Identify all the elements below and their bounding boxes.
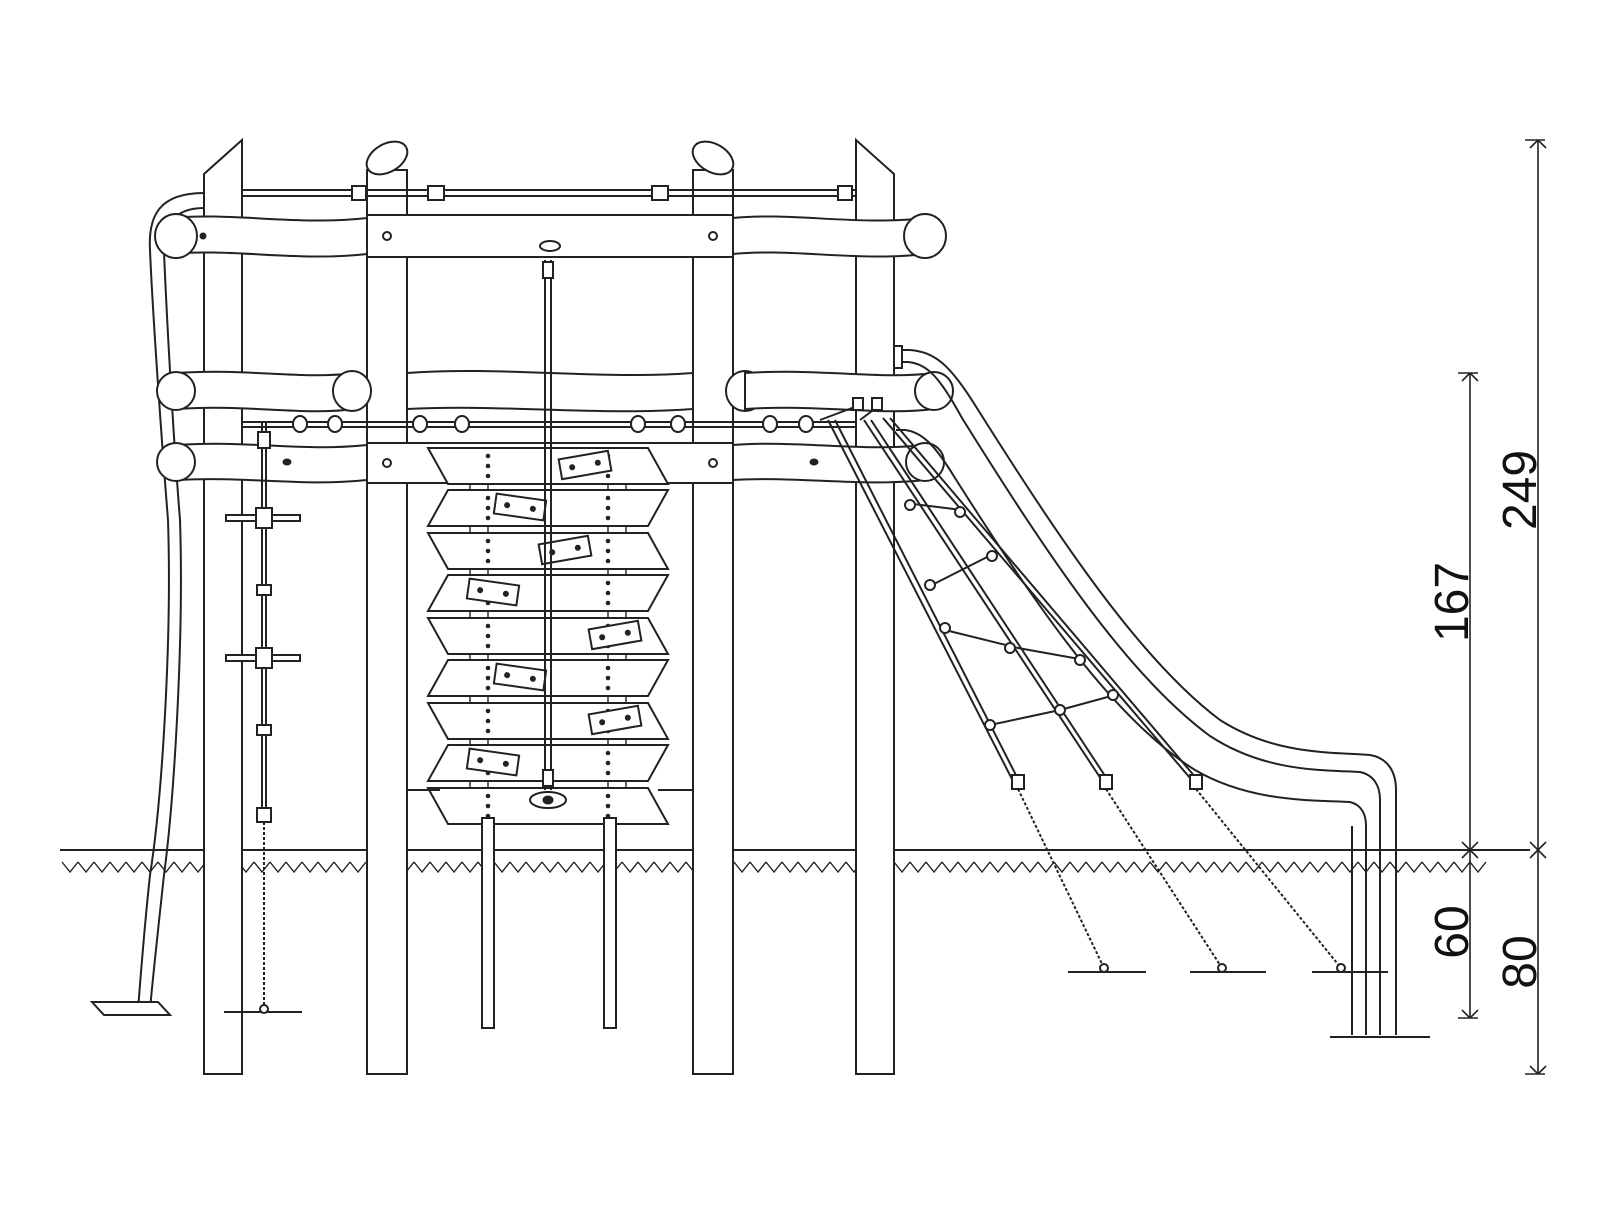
plank-bolt	[605, 685, 611, 691]
climbing-hold	[465, 577, 521, 607]
climbing-wall	[426, 447, 670, 825]
climbing-hold	[587, 619, 643, 651]
post-3	[691, 140, 735, 1075]
plank-bolt	[605, 548, 611, 554]
dimension-label-249: 249	[1494, 450, 1547, 530]
chain-rail	[242, 415, 856, 433]
post-1	[203, 137, 243, 1075]
climbing-hold	[587, 704, 643, 736]
hold-screw	[594, 459, 601, 466]
plank-bolt	[485, 633, 491, 639]
disc-rope-ladder	[224, 422, 302, 1014]
hold-screw	[504, 672, 511, 679]
plank-bolt	[605, 515, 611, 521]
middle-beam-right	[725, 370, 954, 413]
hold-screw	[504, 502, 511, 509]
hold-screw	[624, 629, 631, 636]
plank-bolt	[485, 665, 491, 671]
hold-screw	[529, 675, 536, 682]
plank-bolt	[485, 718, 491, 724]
plank-bolt	[485, 463, 491, 469]
plank-bolt	[605, 675, 611, 681]
post-4	[855, 137, 895, 1075]
plank-bolt	[605, 750, 611, 756]
dimension-label-60: 60	[1426, 905, 1479, 958]
slide	[893, 345, 1430, 1038]
plank-bolt	[605, 600, 611, 606]
dimension-post-depth: 80	[1494, 849, 1547, 1075]
plank-bolt	[485, 685, 491, 691]
top-rail	[242, 185, 856, 201]
plank-bolt	[485, 675, 491, 681]
plank-bolt	[605, 770, 611, 776]
plank-bolt	[605, 760, 611, 766]
plank-bolt	[485, 473, 491, 479]
wall-plank	[426, 489, 670, 527]
wall-plank	[426, 659, 670, 697]
plank-bolt	[485, 643, 491, 649]
climbing-hold	[465, 747, 521, 777]
plank-bolt	[485, 558, 491, 564]
hold-screw	[599, 719, 606, 726]
plank-bolt	[485, 728, 491, 734]
rope-net	[819, 397, 1388, 973]
dimension-platform: 167	[1426, 372, 1479, 851]
hold-screw	[477, 757, 484, 764]
plank-bolt	[485, 505, 491, 511]
plank-bolt	[605, 558, 611, 564]
plank-bolt	[605, 803, 611, 809]
hold-screw	[529, 505, 536, 512]
dimension-footing: 60	[1426, 849, 1479, 1019]
plank-bolt	[485, 623, 491, 629]
plank-bolt	[485, 515, 491, 521]
hold-screw	[624, 714, 631, 721]
plank-bolt	[485, 538, 491, 544]
plank-bolt	[605, 538, 611, 544]
plank-bolt	[605, 473, 611, 479]
plank-bolt	[605, 505, 611, 511]
center-pole	[406, 260, 693, 809]
hold-screw	[599, 634, 606, 641]
plank-bolt	[485, 495, 491, 501]
plank-bolt	[485, 803, 491, 809]
hold-screw	[574, 544, 581, 551]
plank-bolt	[605, 495, 611, 501]
upper-beam-center	[366, 214, 734, 258]
hold-screw	[502, 760, 509, 767]
plank-bolt	[485, 708, 491, 714]
plank-bolt	[605, 590, 611, 596]
left-hanging-rope	[89, 192, 205, 1016]
upper-beam-right	[732, 213, 947, 259]
wall-plank	[426, 447, 670, 485]
post-2	[365, 140, 409, 1075]
plank-bolt	[605, 665, 611, 671]
hold-screw	[502, 590, 509, 597]
plank-bolt	[485, 453, 491, 459]
plank-bolt	[605, 580, 611, 586]
lower-beam-right	[732, 442, 945, 484]
plank-bolt	[485, 548, 491, 554]
plank-bolt	[485, 793, 491, 799]
wall-footings	[481, 817, 617, 1029]
wall-plank	[426, 574, 670, 612]
upper-beam-left	[154, 213, 368, 259]
climbing-hold	[557, 449, 613, 481]
hold-screw	[477, 587, 484, 594]
hold-screw	[569, 464, 576, 471]
dimension-label-167: 167	[1426, 562, 1479, 642]
plank-bolt	[605, 793, 611, 799]
dimension-label-80: 80	[1494, 935, 1547, 988]
dimension-overall: 249	[1494, 139, 1547, 851]
middle-beam-left	[156, 370, 372, 413]
ground	[60, 849, 1530, 874]
